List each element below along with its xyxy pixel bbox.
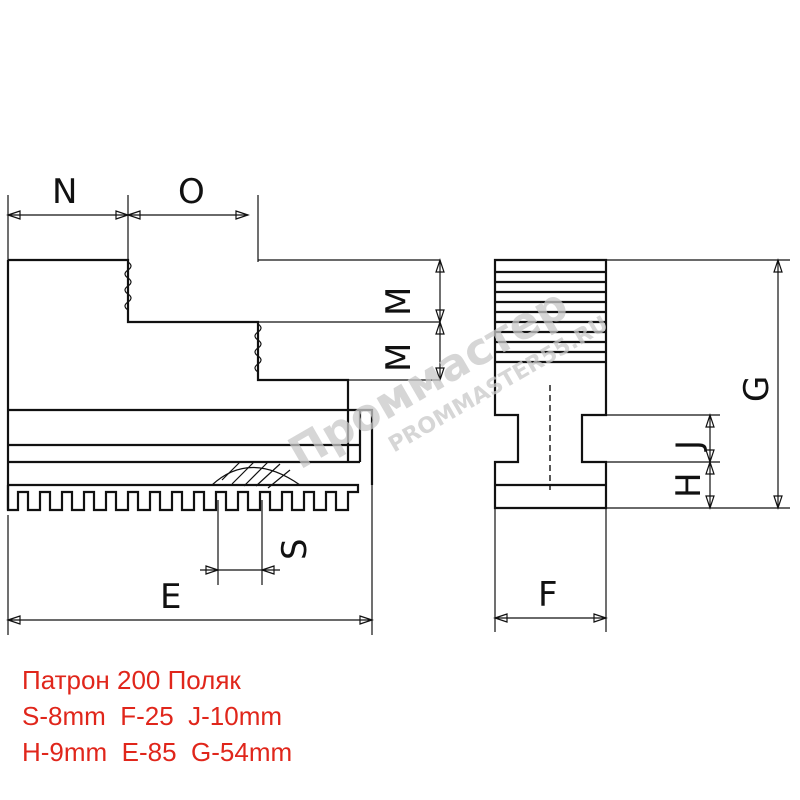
step-thread-upper [124,261,132,311]
spec-block: Патрон 200 Поляк S-8mm F-25 J-10mm H-9mm… [22,662,292,770]
spec-title: Патрон 200 Поляк [22,665,241,695]
section-arc [211,467,301,486]
dim-label-h: H [669,472,709,498]
dim-label-s: S [275,538,315,560]
side-view [6,195,374,635]
dim-label-f: F [538,575,558,615]
dim-label-n: N [52,172,77,212]
section-hatch [221,461,291,489]
dim-label-j: J [669,440,709,452]
jaw-teeth [6,483,360,512]
spec-line-2: H-9mm E-85 G-54mm [22,737,293,767]
step-thread-lower [254,323,262,373]
end-grooves [495,270,606,364]
dim-label-m-bottom: M [379,343,419,372]
dim-label-o: O [178,172,205,212]
dim-label-g: G [737,376,777,402]
spec-line-1: S-8mm F-25 J-10mm [22,701,283,731]
dim-label-e: E [160,577,181,617]
watermark: Проммастер PROMMASTER55.RU [280,279,613,480]
projection-lines [258,259,441,381]
end-view [493,258,790,632]
dim-label-m-top: M [379,287,419,316]
